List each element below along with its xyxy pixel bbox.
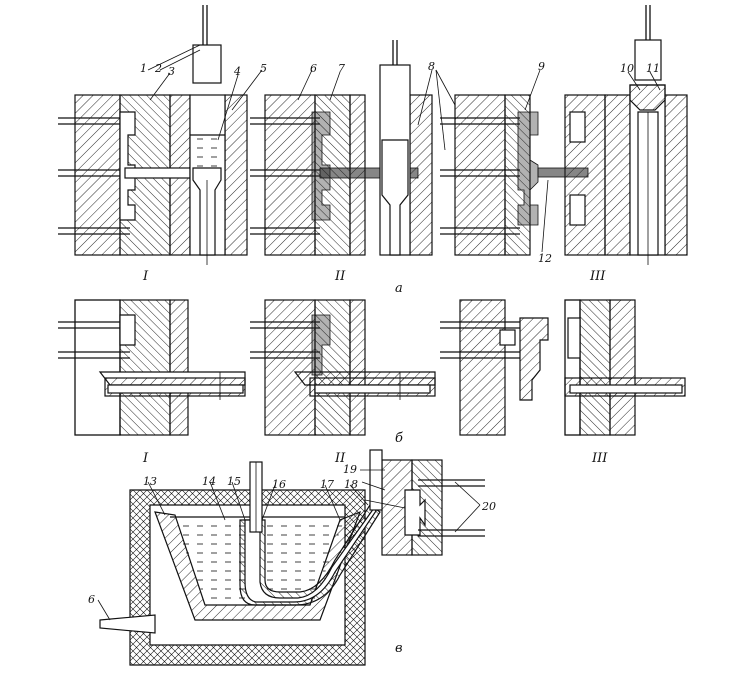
callout-3: 3 (168, 65, 175, 78)
callout-20: 20 (481, 500, 496, 513)
callout-6: 6 (310, 62, 317, 75)
callout-1: 1 (140, 62, 147, 75)
callout-12: 12 (538, 252, 552, 265)
callout-8: 8 (428, 60, 435, 73)
row1-stage1 (58, 5, 248, 265)
stage-label-r1-3: III (589, 269, 606, 284)
callout-14: 14 (202, 475, 216, 488)
row2-stage2 (250, 299, 436, 436)
leader-lines (97, 44, 661, 621)
hot-chamber-machine (99, 449, 485, 666)
callout-5: 5 (260, 62, 267, 75)
variant-label-b: б (395, 431, 403, 446)
callout-11: 11 (646, 62, 660, 75)
row1-stage2 (250, 40, 433, 256)
callout-18: 18 (344, 478, 358, 491)
stage-label-r1-1: I (142, 269, 149, 284)
callout-6-furnace: 6 (88, 593, 95, 606)
stage-label-r2-3: III (591, 451, 608, 466)
variant-label-c: в (395, 641, 403, 656)
callout-labels: 1 2 3 4 5 6 7 8 9 10 11 12 13 14 15 16 1… (88, 60, 660, 606)
stage-label-r2-2: II (334, 451, 346, 466)
stage-label-r1-2: II (334, 269, 346, 284)
callout-16: 16 (272, 478, 286, 491)
callout-17: 17 (320, 478, 334, 491)
callout-9: 9 (538, 60, 545, 73)
stage-label-r2-1: I (142, 451, 149, 466)
row2-stage3 (440, 299, 686, 436)
stage-labels: I II III I II III а б в (142, 269, 608, 656)
callout-2: 2 (154, 62, 162, 75)
callout-4: 4 (233, 65, 241, 78)
callout-13: 13 (143, 475, 157, 488)
row2-stage1 (58, 299, 246, 436)
row1-stage3 (440, 5, 688, 265)
callout-15: 15 (227, 475, 241, 488)
variant-label-a: а (395, 281, 403, 296)
callout-7: 7 (338, 62, 345, 75)
callout-19: 19 (343, 463, 357, 476)
callout-10: 10 (620, 62, 634, 75)
